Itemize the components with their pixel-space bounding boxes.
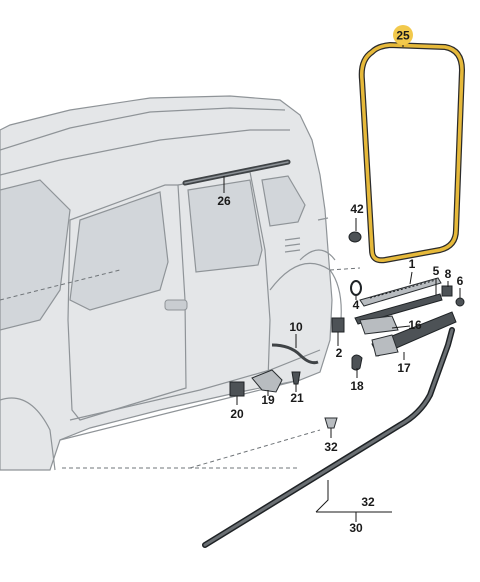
part-17-lower-guide [371,311,457,360]
part-6-screw [455,288,465,307]
callout-30: 30 [349,521,363,535]
vehicle-body [0,95,342,471]
callout-8: 8 [445,267,452,281]
callout-20: 20 [230,407,244,421]
part-25-door-seal [358,42,465,264]
part-2-cap [331,317,345,346]
part-19-hinge-bracket [251,369,283,396]
rear-quarter-window [0,179,71,331]
callout-6: 6 [457,274,464,288]
part-32-clip-upper [324,417,338,438]
part-4-washer [350,280,362,300]
callout-1: 1 [409,257,416,271]
callout-17: 17 [397,361,411,375]
part-26-window-seal [182,159,291,193]
part-8-fastener [441,281,453,297]
part-42-grommet [348,218,362,243]
part-1-guide-rail [359,271,442,307]
callout-16: 16 [408,318,422,332]
callout-32-lower: 32 [361,495,375,509]
callout-10: 10 [289,320,303,334]
callout-32-upper: 32 [324,440,338,454]
callout-18: 18 [350,379,364,393]
callout-21: 21 [290,391,304,405]
part-20-stop-block [229,381,245,405]
door-handle [164,299,188,311]
part-5-guide-rail-trim [354,278,443,325]
front-door-window [187,179,263,273]
callout-5: 5 [433,264,440,278]
callout-19: 19 [261,393,275,407]
callout-2: 2 [336,346,343,360]
door-window [69,191,169,311]
part-10-cable [271,334,319,365]
part-18-clip [351,354,363,378]
callout-25-text: 25 [396,29,410,43]
callout-25: 25 [393,25,413,47]
callout-26: 26 [217,194,231,208]
callout-4: 4 [353,298,360,312]
callout-42: 42 [350,202,364,216]
part-21-bolt [291,371,301,392]
part-16-bracket [359,315,411,335]
part-30-sill-trim [202,327,455,548]
front-quarter-window [261,175,306,227]
